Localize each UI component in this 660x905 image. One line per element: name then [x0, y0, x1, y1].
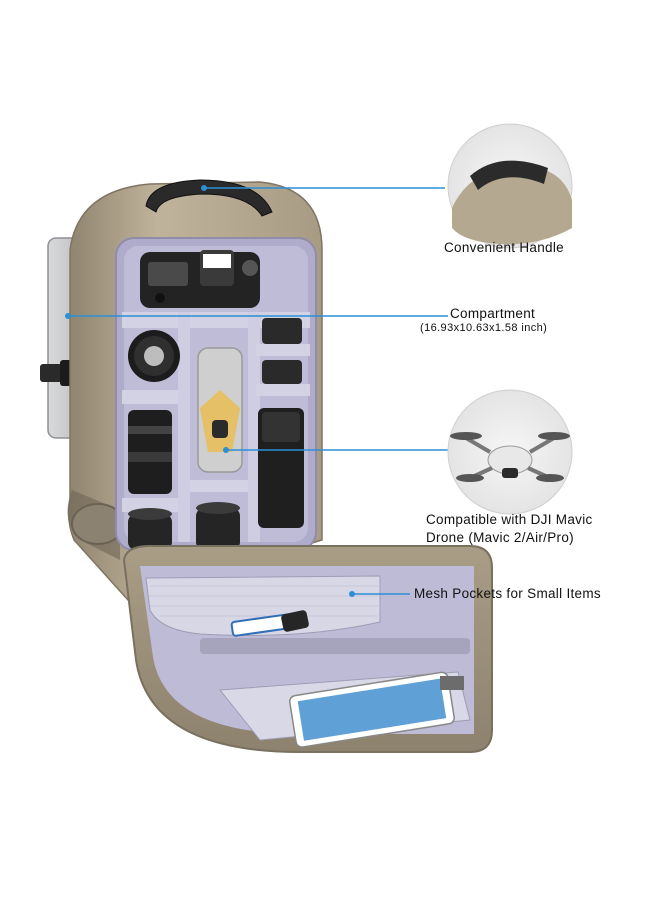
telephoto-lens [128, 410, 172, 494]
front-lid [122, 545, 493, 753]
lens-cap [128, 330, 180, 382]
compartment-dimensions: (16.93x10.63x1.58 inch) [420, 322, 548, 334]
handle-callout-label: Convenient Handle [444, 240, 564, 255]
callout-lines [65, 185, 448, 597]
handle-closeup-icon [447, 123, 573, 249]
batteries [262, 318, 302, 384]
compartment-callout-label: Compartment [450, 306, 536, 321]
flash-unit [258, 408, 304, 528]
drone-callout-line1: Compatible with DJI Mavic [426, 512, 593, 527]
drone-callout-line2: Drone (Mavic 2/Air/Pro) [426, 530, 574, 545]
drone-closeup-icon [447, 389, 573, 515]
camera-body [140, 250, 260, 308]
mesh-callout-label: Mesh Pockets for Small Items [414, 586, 601, 601]
folded-drone [197, 347, 243, 473]
bottom-lenses [128, 502, 240, 550]
top-handle [145, 179, 273, 217]
